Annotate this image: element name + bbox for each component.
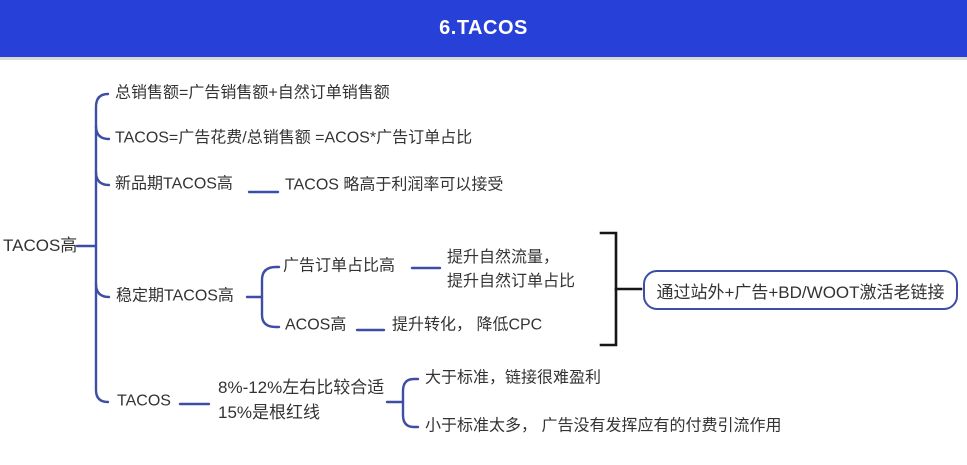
detail-line-1: 提升自然流量， [447, 249, 560, 266]
node-standard-range: 8%-12%左右比较合适 15%是根红线 [218, 375, 384, 425]
callout-box: 通过站外+广告+BD/WOOT激活老链接 [643, 270, 958, 310]
range-line-2: 15%是根红线 [218, 403, 321, 422]
title-bar: 6.TACOS [0, 0, 967, 60]
node-new-product-note: TACOS 略高于利润率可以接受 [285, 176, 504, 194]
node-new-product: 新品期TACOS高 [115, 175, 233, 193]
grouping-bracket [599, 231, 618, 347]
branch4-curve [94, 282, 111, 299]
range-line-1: 8%-12%左右比较合适 [218, 378, 385, 397]
node-acos-high-detail: 提升转化， 降低CPC [392, 316, 543, 334]
node-ad-order-ratio: 广告订单占比高 [283, 257, 396, 275]
node-below-standard: 小于标准太多， 广告没有发挥应有的付费引流作用 [425, 417, 782, 435]
callout-text: 通过站外+广告+BD/WOOT激活老链接 [656, 282, 945, 302]
main-brace [94, 92, 110, 404]
node-tacos-standard: TACOS [117, 392, 171, 410]
detail-line-2: 提升自然订单占比 [447, 273, 576, 290]
standard-sub-brace [401, 377, 420, 429]
page-title: 6.TACOS [439, 17, 528, 39]
stable-sub-brace [260, 265, 281, 329]
node-total-sales: 总销售额=广告销售额+自然订单销售额 [115, 84, 390, 102]
branch2-curve [94, 124, 111, 141]
node-stable-period: 稳定期TACOS高 [116, 287, 234, 305]
node-acos-high: ACOS高 [285, 316, 347, 334]
node-tacos-formula: TACOS=广告花费/总销售额 =ACOS*广告订单占比 [115, 129, 473, 147]
node-ad-order-ratio-detail: 提升自然流量， 提升自然订单占比 [447, 246, 575, 294]
branch3-curve [94, 170, 111, 187]
node-above-standard: 大于标准，链接很难盈利 [425, 369, 602, 387]
node-root: TACOS高 [3, 235, 78, 255]
